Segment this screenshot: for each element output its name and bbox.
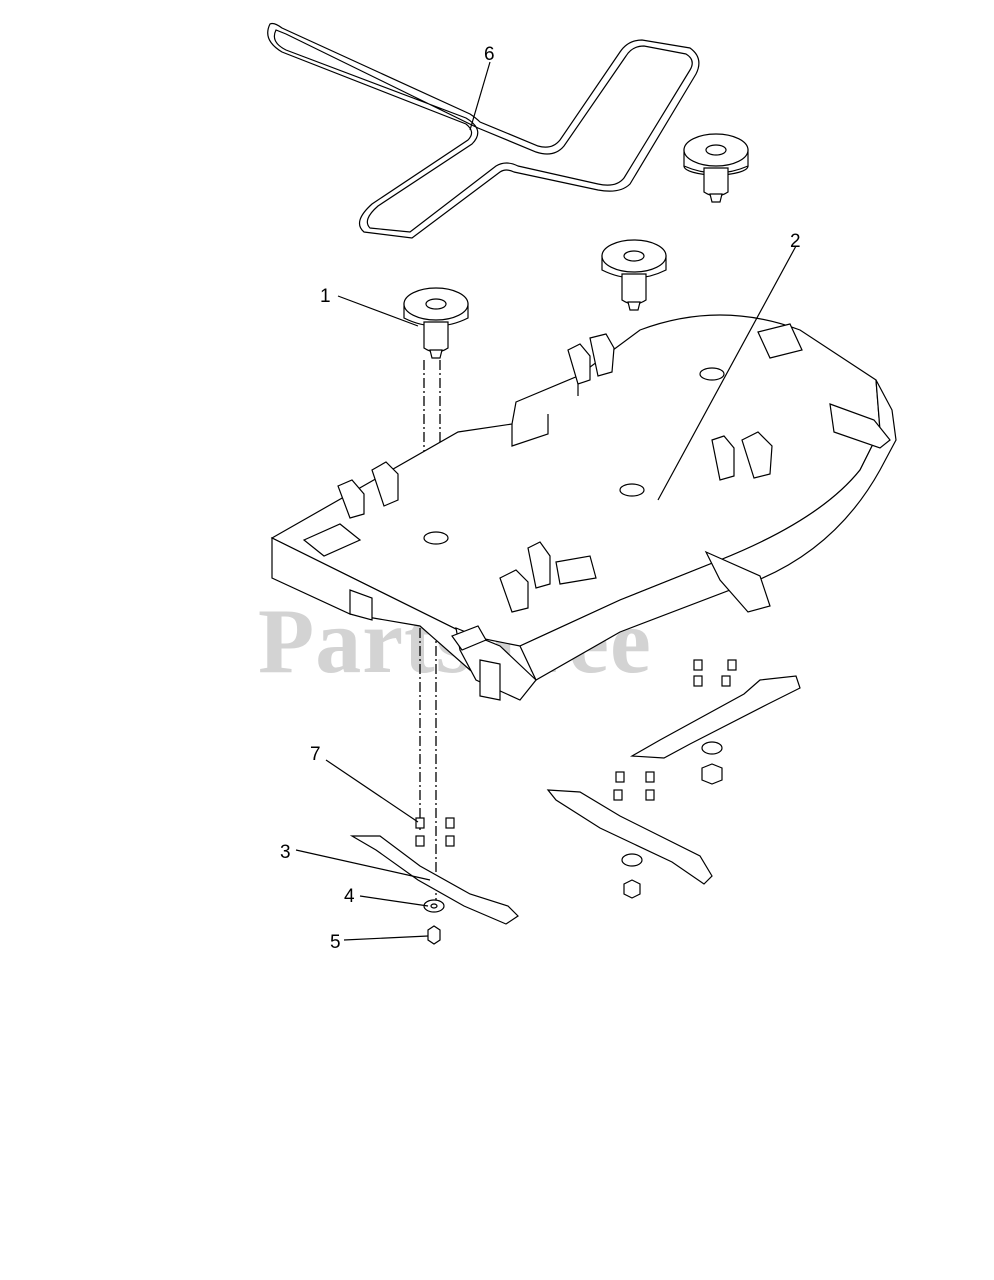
callout-5: 5: [330, 932, 341, 953]
callout-4: 4: [344, 886, 355, 907]
nut-part-5[interactable]: [427, 925, 441, 945]
callout-7: 7: [310, 744, 321, 765]
leader-lines: [295, 61, 797, 941]
belt-part-6[interactable]: [267, 22, 700, 239]
callout-2: 2: [790, 231, 801, 252]
callout-6: 6: [484, 44, 495, 65]
callout-3: 3: [280, 842, 291, 863]
spindle-pulley-center[interactable]: [601, 239, 667, 311]
mower-blade-right-upper[interactable]: [629, 675, 801, 759]
mower-blade-part-3[interactable]: [349, 835, 519, 925]
bolt-part-7[interactable]: [415, 817, 455, 847]
mower-deck-part-2[interactable]: [270, 314, 897, 701]
blade-hardware-right[interactable]: [613, 659, 737, 899]
mower-blade-right-lower[interactable]: [546, 789, 713, 885]
callout-1: 1: [320, 286, 331, 307]
spindle-pulley-right[interactable]: [683, 133, 749, 203]
spindle-assembly-part-1[interactable]: [403, 287, 469, 359]
